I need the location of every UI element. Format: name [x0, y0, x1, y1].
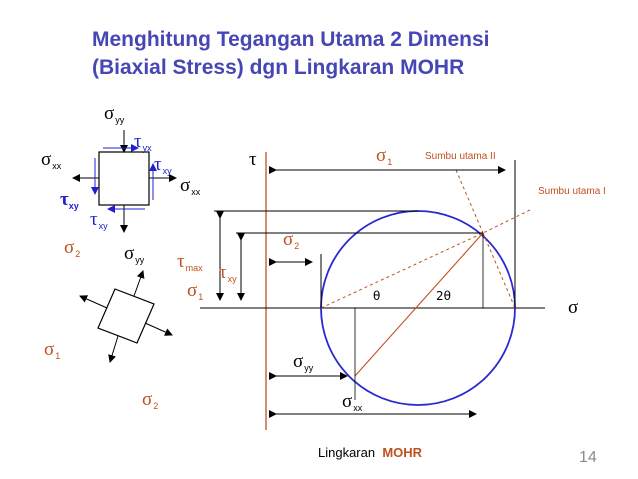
page-number: 14 — [579, 449, 597, 466]
tau-xy-bottom-label: τxy — [90, 209, 108, 232]
tau-yx-label: τyx — [134, 131, 152, 154]
sigma-xx-right-label: σxx — [180, 175, 201, 198]
sigma2-bottom-label: σ2 — [142, 389, 159, 412]
theta-label: θ — [373, 289, 381, 303]
slide-title-line1: Menghitung Tegangan Utama 2 Dimensi — [92, 28, 490, 51]
tau-xy-right-label: τxy — [154, 154, 172, 177]
element-square — [98, 151, 150, 206]
sigma-xx-label: σxx — [342, 391, 363, 414]
sumbu-utama-2-dashed — [455, 169, 484, 234]
sumbu-utama-1-label: Sumbu utama I — [538, 186, 606, 197]
sigma-yy-label: σyy — [293, 351, 314, 374]
sigma1-label: σ1 — [376, 145, 393, 168]
tau-xy-label: τxy — [219, 262, 237, 285]
diameter-line — [354, 232, 484, 377]
sigma2-top-label: σ2 — [64, 237, 81, 260]
rotated-element — [79, 270, 173, 363]
sigma1-center-label: σ1 — [187, 280, 204, 303]
rotated-square — [97, 288, 155, 344]
sigma-axis-label: σ — [568, 297, 579, 318]
mohr-diagram — [200, 152, 545, 430]
sigma2-top-arrow — [133, 270, 145, 297]
stress-element — [72, 130, 177, 233]
tau-axis-label: τ — [249, 149, 257, 170]
sigma-yy-top-label: σyy — [104, 103, 125, 126]
sigma1-left-label: σ1 — [44, 339, 61, 362]
sumbu-utama-1-dashed — [482, 209, 531, 234]
sigma2-label: σ2 — [283, 229, 300, 252]
sigma-xx-left-label: σxx — [41, 149, 62, 172]
tau-max-label: τmax — [177, 251, 203, 274]
tau-xy-left-label: τxy — [60, 189, 79, 212]
two-theta-label: 2θ — [436, 289, 451, 303]
principal-direction-1-line — [482, 232, 516, 309]
sigma1-right-arrow — [144, 322, 173, 336]
sigma1-left-arrow — [79, 295, 108, 309]
figure-caption: Lingkaran MOHR — [318, 445, 423, 460]
sigma-yy-bottom-label: σyy — [124, 243, 145, 266]
sigma2-bottom-arrow — [108, 335, 119, 363]
slide-title-line2: (Biaxial Stress) dgn Lingkaran MOHR — [92, 56, 465, 79]
sumbu-utama-2-label: Sumbu utama II — [425, 151, 496, 162]
